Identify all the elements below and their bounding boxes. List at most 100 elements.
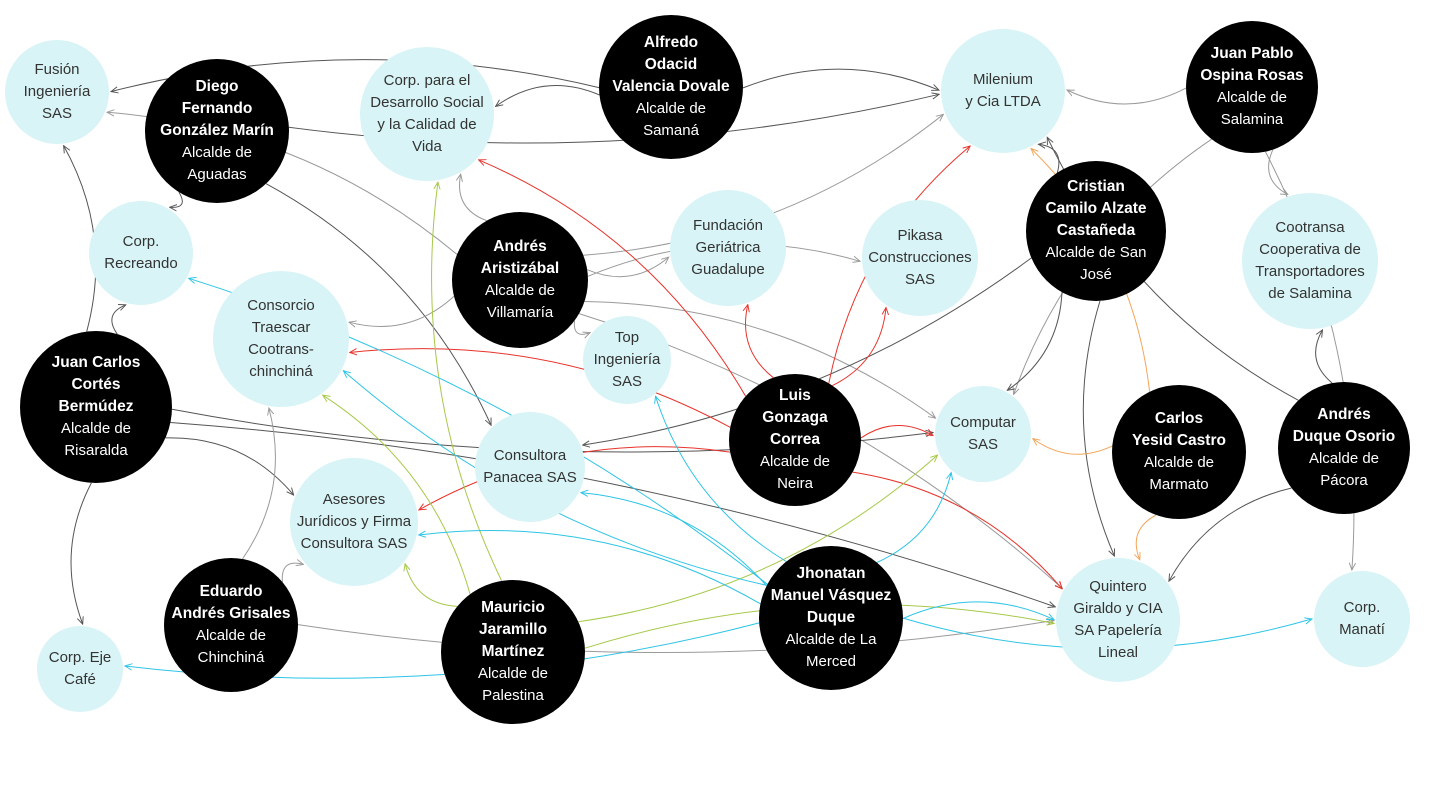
node-name: Corp. para el Desarrollo Social y la Cal… bbox=[370, 72, 484, 155]
edge-luis-to-quintero bbox=[852, 471, 1062, 589]
edge-jhonatan-to-quintero bbox=[902, 601, 1054, 620]
org-node-quintero[interactable]: Quintero Giraldo y CIA SA Papelería Line… bbox=[1056, 558, 1180, 682]
org-node-computar[interactable]: Computar SAS bbox=[935, 386, 1031, 482]
edge-alfredo-to-corp_desarrollo bbox=[496, 85, 600, 106]
edge-diego-to-panacea bbox=[265, 183, 491, 426]
edge-andres_a-to-computar bbox=[584, 301, 936, 419]
org-node-panacea[interactable]: Consultora Panacea SAS bbox=[475, 412, 585, 522]
node-name: Jhonatan Manuel Vásquez Duque bbox=[770, 565, 892, 626]
edge-carlos-to-computar bbox=[1033, 439, 1113, 455]
node-role: Alcalde de Palestina bbox=[477, 665, 549, 704]
node-name: Juan Carlos Cortés Bermúdez bbox=[51, 354, 141, 415]
edge-andres_a-to-corp_desarrollo bbox=[460, 174, 487, 222]
node-name: Eduardo Andrés Grisales bbox=[171, 583, 291, 622]
node-name: Diego Fernando González Marín bbox=[160, 78, 274, 139]
edge-carlos-to-quintero bbox=[1136, 514, 1157, 560]
org-node-manati[interactable]: Corp. Manatí bbox=[1314, 571, 1410, 667]
edge-eduardo-to-asesores bbox=[281, 563, 303, 583]
node-role: Alcalde de Salamina bbox=[1216, 89, 1288, 128]
edge-andres_d-to-quintero bbox=[1169, 487, 1292, 581]
edge-jhonatan-to-asesores bbox=[419, 529, 761, 605]
node-name: Fusión Ingeniería SAS bbox=[23, 61, 91, 122]
node-role: Alcalde de Marmato bbox=[1143, 454, 1215, 493]
edge-juancarlos-to-asesores bbox=[165, 437, 293, 495]
edge-andres_d-to-cootransa bbox=[1315, 330, 1333, 384]
edge-andres_a-to-consorcio bbox=[349, 295, 455, 326]
org-node-corp_desarrollo[interactable]: Corp. para el Desarrollo Social y la Cal… bbox=[360, 47, 494, 181]
edge-luis-to-fundacion bbox=[745, 305, 774, 379]
node-name: Andrés Duque Osorio bbox=[1292, 406, 1396, 445]
edge-cristian-to-milenium bbox=[1038, 144, 1060, 173]
edge-diego-to-recreando bbox=[170, 191, 183, 207]
org-node-consorcio[interactable]: Consorcio Traescar Cootrans- chinchiná bbox=[213, 271, 349, 407]
edge-luis-to-computar bbox=[860, 424, 933, 439]
node-role: Alcalde de Risaralda bbox=[60, 420, 132, 459]
edge-juanpablo-to-milenium bbox=[1067, 87, 1187, 105]
edge-luis-to-pikasa bbox=[832, 308, 886, 387]
node-name: Luis Gonzaga Correa bbox=[762, 387, 828, 448]
edge-andres_a-to-top bbox=[573, 320, 590, 335]
org-node-recreando[interactable]: Corp. Recreando bbox=[89, 201, 193, 305]
node-name: Asesores Jurídicos y Firma Consultora SA… bbox=[296, 491, 412, 552]
node-name: Alfredo Odacid Valencia Dovale bbox=[612, 34, 730, 95]
org-node-eje[interactable]: Corp. Eje Café bbox=[37, 626, 123, 712]
org-node-cootransa[interactable]: Cootransa Cooperativa de Transportadores… bbox=[1242, 193, 1378, 329]
edge-jhonatan-to-panacea bbox=[581, 493, 767, 587]
edge-andres_a-to-fundacion bbox=[587, 257, 669, 278]
edge-mauricio-to-corp_desarrollo bbox=[431, 182, 503, 582]
edge-juancarlos-to-recreando bbox=[111, 305, 126, 335]
node-name: Corp. Recreando bbox=[104, 233, 178, 272]
edge-jhonatan-to-computar bbox=[876, 473, 951, 563]
edge-luis-to-consorcio bbox=[350, 348, 731, 428]
node-name: Consorcio Traescar Cootrans- chinchiná bbox=[247, 297, 315, 380]
org-node-asesores[interactable]: Asesores Jurídicos y Firma Consultora SA… bbox=[290, 458, 418, 586]
edge-juancarlos-to-eje bbox=[70, 482, 92, 624]
node-role: Alcalde de La Merced bbox=[785, 631, 877, 670]
node-name: Consultora Panacea SAS bbox=[483, 447, 577, 486]
edge-mauricio-to-asesores bbox=[405, 564, 458, 607]
node-name: Pikasa Construcciones SAS bbox=[868, 227, 972, 288]
node-name: Carlos Yesid Castro bbox=[1132, 410, 1226, 449]
node-name: Mauricio Jaramillo Martínez bbox=[478, 599, 548, 660]
node-name: Quintero Giraldo y CIA SA Papelería Line… bbox=[1073, 578, 1163, 661]
node-name: Juan Pablo Ospina Rosas bbox=[1200, 45, 1304, 84]
edge-cristian-to-computar bbox=[1007, 292, 1063, 390]
edge-alfredo-to-milenium bbox=[742, 68, 939, 90]
node-name: Cootransa Cooperativa de Transportadores… bbox=[1255, 219, 1365, 302]
org-node-fundacion[interactable]: Fundación Geriátrica Guadalupe bbox=[670, 190, 786, 306]
node-role: Alcalde de San José bbox=[1045, 244, 1147, 283]
edge-cristian-to-quintero bbox=[1082, 300, 1114, 556]
node-role: Alcalde de Neira bbox=[759, 453, 831, 492]
node-name: Corp. Manatí bbox=[1339, 599, 1385, 638]
node-name: Computar SAS bbox=[950, 414, 1016, 453]
node-name: Cristian Camilo Alzate Castañeda bbox=[1045, 178, 1147, 239]
edge-eduardo-to-quintero bbox=[297, 620, 1054, 653]
node-name: Andrés Aristizábal bbox=[480, 238, 560, 277]
node-name: Milenium y Cia LTDA bbox=[965, 71, 1041, 110]
edge-jhonatan-to-top bbox=[656, 396, 787, 562]
edge-juancarlos-to-quintero bbox=[170, 422, 1055, 607]
node-name: Top Ingeniería SAS bbox=[593, 329, 661, 390]
node-name: Corp. Eje Café bbox=[48, 649, 112, 688]
org-node-milenium[interactable]: Milenium y Cia LTDA bbox=[941, 29, 1065, 153]
org-node-fusion[interactable]: Fusión Ingeniería SAS bbox=[5, 40, 109, 144]
edge-eduardo-to-consorcio bbox=[242, 408, 276, 560]
node-role: Alcalde de Samaná bbox=[635, 100, 707, 139]
org-node-top[interactable]: Top Ingeniería SAS bbox=[583, 316, 671, 404]
node-role: Alcalde de Aguadas bbox=[181, 144, 253, 183]
edge-luis-to-corp_desarrollo bbox=[479, 160, 747, 397]
org-node-pikasa[interactable]: Pikasa Construcciones SAS bbox=[862, 200, 978, 316]
